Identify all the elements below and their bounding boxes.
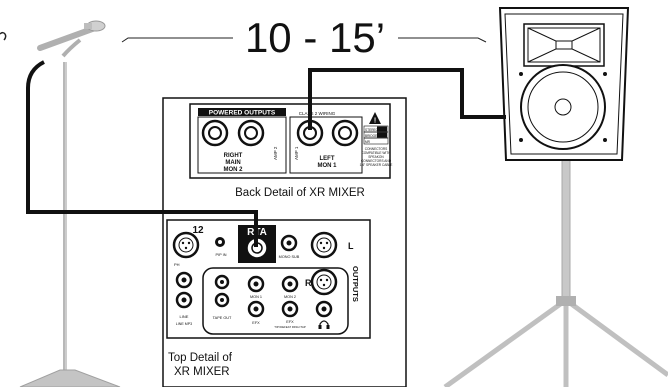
warning-line-2: COMPATIBLE WITH xyxy=(361,151,391,155)
distance-label: 10 - 15’ xyxy=(245,14,385,61)
warning-line-5: 1/4" SPEAKER CABLE xyxy=(360,163,393,167)
microphone-stand xyxy=(0,20,121,387)
efx-label-1: EFX xyxy=(252,321,260,325)
mono-sub-label: MONO SUB xyxy=(279,255,300,259)
channel-label: 12 xyxy=(192,225,204,236)
mon1-label: MON 1 xyxy=(250,295,262,299)
speaker-stand xyxy=(443,159,668,387)
pip-in-jack[interactable] xyxy=(215,237,225,247)
top-panel-detail: 12 PH PIP IN LINE LINE MP3 xyxy=(166,219,371,339)
headphone-icon xyxy=(318,320,330,329)
top-detail-caption-line1: Top Detail of xyxy=(168,352,233,364)
speakon-jack-right-2[interactable] xyxy=(237,119,265,147)
tape-out-jack-1[interactable] xyxy=(214,274,230,290)
speaker-cable xyxy=(308,68,506,130)
warning-line-4: CONNECTORS AND xyxy=(361,159,392,163)
speakon-jack-left-2[interactable] xyxy=(331,119,359,147)
xr-mixer: POWERED OUTPUTS CLASS 2 WIRING RIGHT MAI… xyxy=(162,97,407,387)
efx-label-2: EFX xyxy=(286,320,294,324)
mic-stand-base xyxy=(19,369,121,387)
top-detail-caption-line2: XR MIXER xyxy=(174,366,230,378)
class2-wiring-note: CLASS 2 WIRING xyxy=(299,111,336,116)
pip-in-label: PIP IN xyxy=(216,253,227,257)
right-output-line2: MAIN xyxy=(225,160,240,166)
warning-line-3: SPEAKON xyxy=(368,155,384,159)
line-input-jack-2[interactable] xyxy=(175,291,193,309)
amp2-tag: AMP 2 xyxy=(273,146,278,160)
spec-row-1: STEREO xyxy=(365,128,379,132)
spec-row-3: MR xyxy=(365,140,371,144)
boom-arm xyxy=(37,25,98,51)
speaker-cabinet xyxy=(498,7,630,161)
warning-icon: ! xyxy=(374,118,376,125)
right-output-letter: R xyxy=(305,278,312,288)
amp1-tag: AMP 1 xyxy=(294,146,299,160)
phantom-label: PH xyxy=(174,262,180,267)
efx-jack-1[interactable] xyxy=(247,300,265,318)
microphone-icon xyxy=(84,20,106,32)
horn-tweeter xyxy=(523,23,605,67)
line-mp3-label: LINE MP3 xyxy=(176,322,192,326)
left-output-line1: LEFT xyxy=(320,156,335,162)
left-output-line2: MON 1 xyxy=(317,163,337,169)
headphone-jack[interactable] xyxy=(315,300,333,318)
back-panel-detail: POWERED OUTPUTS CLASS 2 WIRING RIGHT MAI… xyxy=(189,103,393,179)
right-output-line3: MON 2 xyxy=(223,167,243,173)
back-detail-caption: Back Detail of XR MIXER xyxy=(235,187,365,199)
efx-jack-2[interactable] xyxy=(281,300,299,318)
left-output-letter: L xyxy=(348,241,354,251)
distance-marker: 10 - 15’ xyxy=(121,14,487,61)
spec-row-2: BRIDGED xyxy=(365,134,380,138)
mon2-jack[interactable] xyxy=(281,275,299,293)
tape-out-jack-2[interactable] xyxy=(214,292,230,308)
woofer xyxy=(520,64,606,150)
right-output-line1: RIGHT xyxy=(224,153,243,159)
speakon-jack-right-1[interactable] xyxy=(201,119,229,147)
xlr-output-left[interactable] xyxy=(310,231,338,259)
efx-note: TIP=DEFEAT RING=TAP xyxy=(274,325,306,329)
mono-sub-jack[interactable] xyxy=(280,234,298,252)
xlr-output-right[interactable] xyxy=(310,268,338,296)
warning-block: ! STEREO BRIDGED MR CONNECTORS COMPATIBL… xyxy=(360,112,393,167)
outputs-label: OUTPUTS xyxy=(351,266,360,302)
xlr-input-jack[interactable] xyxy=(172,231,200,259)
mic-to-rta-cable xyxy=(26,60,258,247)
line-input-jack-1[interactable] xyxy=(175,271,193,289)
tape-out-label: TAPE OUT xyxy=(213,316,232,320)
powered-outputs-header: POWERED OUTPUTS xyxy=(209,110,276,117)
warning-line-1: CONNECTORS xyxy=(365,147,388,151)
mon2-label: MON 2 xyxy=(284,295,296,299)
line-label: LINE xyxy=(180,314,189,319)
mon1-jack[interactable] xyxy=(247,275,265,293)
